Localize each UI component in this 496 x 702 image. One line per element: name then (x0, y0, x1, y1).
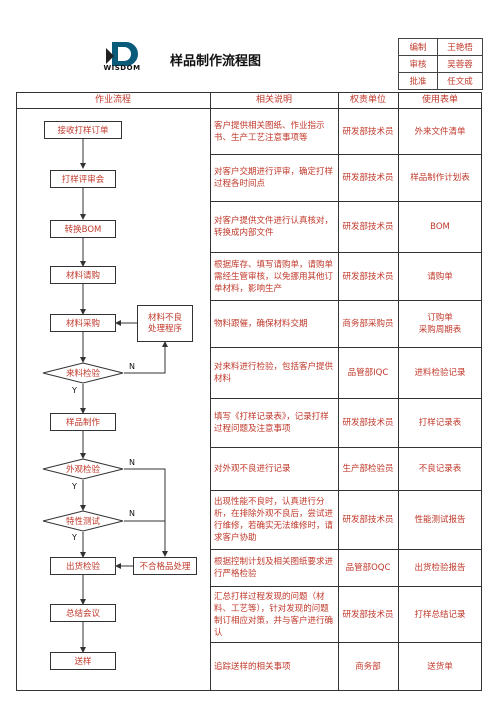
row-unit: 研发部技术员 (342, 418, 394, 428)
row-desc: 出现性能不良时，认真进行分析，在排除外观不良后，尝试进行维修，若确实无法维修时，… (214, 497, 334, 543)
approval-name: 吴蓉蓉 (437, 55, 483, 73)
row-divider (210, 642, 482, 643)
decision-incoming-inspection: 来料检验 (65, 369, 100, 379)
row-divider (210, 398, 482, 399)
row-form: 打样总结记录 (414, 609, 466, 620)
material-ng-procedure-box: 材料不良 处理程序 (137, 305, 193, 342)
row-divider (210, 154, 482, 155)
row-desc: 根据库存、填写请购单，请购单需经生管审核，以免挪用其他订单材料，影响生产 (214, 259, 334, 294)
row-divider (210, 201, 482, 202)
flow-step-receive-order: 接收打样订单 (44, 121, 122, 139)
row-divider (210, 447, 482, 448)
row-desc: 填写《打样记录表》，记录打样过程问题及注意事项 (214, 412, 329, 434)
row-unit: 商务部采购员 (342, 319, 394, 329)
decision-appearance-shape (42, 458, 124, 480)
wisdom-logo (106, 42, 138, 66)
column-divider (398, 92, 399, 691)
row-desc: 对客户交期进行评审，确定打样过程各时间点 (214, 167, 334, 189)
row-divider (210, 300, 482, 301)
logo-text: WISDOM (103, 64, 141, 72)
row-form: 打样记录表 (418, 418, 462, 428)
flow-step-review-meeting: 打样评审会 (50, 170, 116, 188)
row-unit: 品管部OQC (345, 563, 391, 573)
row-form: 出货检验报告 (414, 563, 466, 573)
decision-incoming-inspection-shape (42, 362, 124, 384)
nonconforming-handling-box: 不合格品处理 (133, 557, 197, 575)
row-form: 送货单 (427, 661, 453, 672)
row-desc: 物料跟催，确保材料交期 (214, 319, 308, 329)
row-divider (210, 586, 482, 587)
page-title: 样品制作流程图 (170, 54, 262, 69)
row-form: 性能测试报告 (414, 515, 466, 525)
row-desc: 根据控制计划及相关图纸要求进行严格检验 (214, 557, 334, 579)
row-desc: 对来料进行检验，包括客户提供材料 (214, 362, 334, 384)
header-divider (16, 108, 482, 109)
row-form: BOM (430, 222, 450, 232)
row-desc: 客户提供相关图纸、作业指示书、生产工艺注意事项等 (214, 121, 325, 143)
flow-step-send-sample: 送样 (50, 652, 116, 670)
flow-step-convert-bom: 转换BOM (50, 220, 116, 238)
row-form: 订购单 采购周期表 (418, 313, 462, 335)
branch-label-no: N (129, 509, 135, 518)
row-divider (210, 347, 482, 348)
row-unit: 研发部技术员 (342, 127, 394, 137)
col-header-flow: 作业流程 (94, 95, 131, 105)
flow-step-shipping-inspection: 出货检验 (50, 557, 116, 575)
flow-step-sample-making: 样品制作 (50, 413, 116, 431)
row-desc: 汇总打样过程发现的问题（材料、工艺等），针对发现的问题制订相应对策，并与客户进行… (214, 591, 334, 638)
row-unit: 研发部技术员 (342, 515, 394, 525)
col-header-unit: 权责单位 (349, 95, 386, 105)
column-divider (210, 92, 211, 691)
branch-label-yes: Y (72, 386, 77, 395)
row-divider (210, 252, 482, 253)
row-unit: 商务部 (355, 661, 381, 672)
decision-characteristic-test: 特性测试 (65, 517, 100, 527)
branch-label-no: N (129, 362, 135, 371)
row-unit: 研发部技术员 (342, 222, 394, 232)
col-header-form: 使用表单 (421, 95, 458, 105)
flow-step-material-request: 材料请购 (50, 266, 116, 284)
col-header-desc: 相关说明 (255, 95, 292, 105)
decision-characteristic-shape (42, 510, 124, 532)
row-divider (210, 549, 482, 550)
row-desc: 对客户提供文件进行认真核对，转换成内部文件 (214, 216, 334, 238)
row-form: 外来文件清单 (414, 127, 466, 137)
row-unit: 品管部IQC (347, 368, 389, 378)
row-divider (210, 490, 482, 491)
column-divider (338, 92, 339, 691)
row-form: 样品制作计划表 (410, 173, 470, 183)
decision-appearance-inspection: 外观检验 (65, 465, 100, 475)
flow-step-summary-meeting: 总结会议 (50, 604, 116, 622)
row-form: 请购单 (427, 271, 453, 282)
flow-step-material-purchase: 材料采购 (50, 314, 116, 332)
branch-label-yes: Y (72, 533, 77, 542)
flow-table-frame (16, 92, 482, 691)
row-unit: 研发部技术员 (342, 609, 394, 620)
row-unit: 研发部技术员 (342, 173, 394, 183)
row-form: 不良记录表 (418, 464, 462, 474)
row-unit: 研发部技术员 (342, 271, 394, 282)
row-desc: 追踪送样的相关事项 (214, 661, 291, 672)
approval-table: 编制王艳梧 审核吴蓉蓉 批准任文成 (398, 38, 483, 90)
row-form: 进料检验记录 (414, 368, 466, 378)
row-unit: 生产部检验员 (342, 464, 394, 474)
branch-label-no: N (129, 458, 135, 467)
row-desc: 对外观不良进行记录 (214, 464, 291, 474)
branch-label-yes: Y (72, 482, 77, 491)
approval-name: 任文成 (437, 72, 483, 90)
